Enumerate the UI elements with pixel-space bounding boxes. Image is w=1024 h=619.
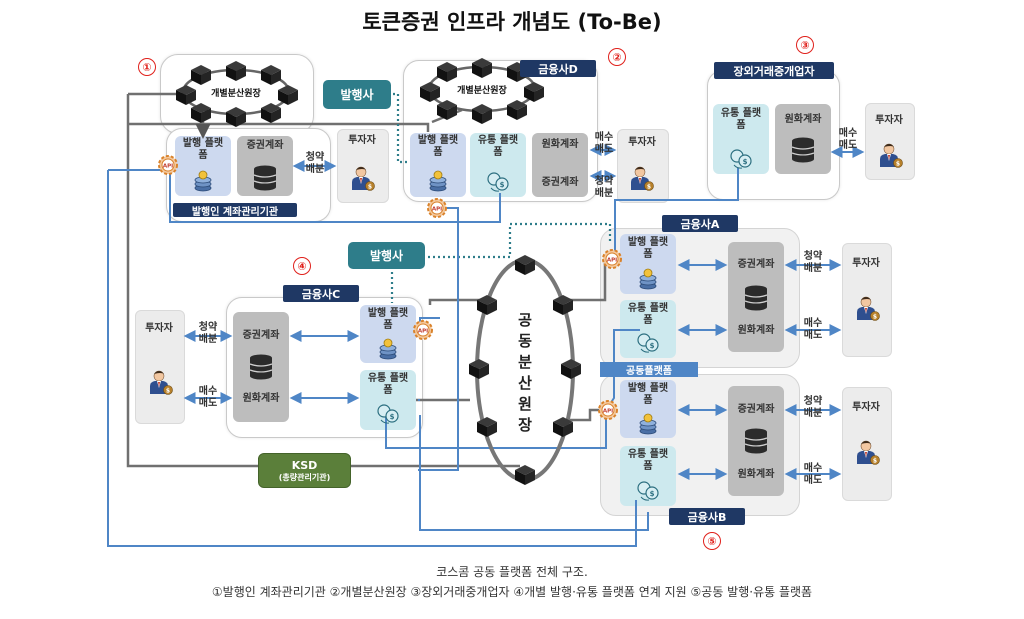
sec-account-b-label: 증권계좌 [737, 404, 775, 415]
investor-card-1 [337, 129, 389, 203]
common-platform-label: 공동플랫폼 [600, 362, 698, 377]
cash-account-c-label: 원화계좌 [242, 393, 280, 404]
ledger-label-1: 개별분산원장 [211, 89, 261, 99]
flow-subscribe-c: 청약 배분 [198, 322, 218, 345]
dist-platform-a-label: 유통 플랫폼 [627, 303, 669, 326]
issue-platform-d-label: 발행 플랫폼 [417, 135, 459, 158]
issuer-box-middle: 발행사 [348, 242, 425, 269]
sec-account-d-label: 증권계좌 [541, 177, 579, 188]
marker-2: ② [608, 48, 626, 66]
otc-header: 장외거래중개업자 [714, 62, 834, 79]
fin-d-header: 금융사D [520, 60, 596, 77]
marker-5: ⑤ [703, 532, 721, 550]
marker-3: ③ [796, 36, 814, 54]
dist-platform-d-label: 유통 플랫폼 [477, 135, 519, 158]
ksd-label: KSD [291, 458, 318, 472]
caption-line-1: 코스콤 공동 플랫폼 전체 구조. [436, 565, 588, 579]
flow-trade-otc: 매수 매도 [838, 128, 858, 151]
issue-platform-a-label: 발행 플랫폼 [627, 237, 669, 260]
flow-subscribe-1: 청약 배분 [305, 152, 325, 175]
cash-account-a-label: 원화계좌 [737, 325, 775, 336]
investor-label-1: 투자자 [348, 135, 376, 146]
investor-label-b: 투자자 [852, 402, 880, 413]
investor-label-otc: 투자자 [875, 115, 903, 126]
accounts-d [532, 133, 588, 197]
ledger-label-d: 개별분산원장 [457, 86, 507, 96]
flow-subscribe-b: 청약 배분 [803, 396, 823, 419]
issuer-agent-label: 발행인 계좌관리기관 [173, 203, 297, 218]
investor-label-c: 투자자 [145, 323, 173, 334]
flow-trade-b: 매수 매도 [803, 463, 823, 486]
ksd-box: KSD (총량관리기관) [258, 453, 351, 488]
issuer-box-top: 발행사 [323, 80, 391, 109]
fin-a-header: 금융사A [662, 215, 738, 232]
diagram-title: 토큰증권 인프라 개념도 (To-Be) [362, 10, 662, 34]
caption-line-2: ①발행인 계좌관리기관 ②개별분산원장 ③장외거래중개업자 ④개별 발행·유통 … [211, 585, 813, 599]
fin-b-header: 금융사B [669, 508, 745, 525]
investor-card-otc [865, 103, 915, 180]
flow-subscribe-a: 청약 배분 [803, 251, 823, 274]
issue-platform-1-label: 발행 플랫폼 [182, 138, 224, 161]
cash-account-b-label: 원화계좌 [737, 469, 775, 480]
investor-card-c [135, 310, 185, 424]
ksd-sublabel: (총량관리기관) [278, 472, 331, 482]
investor-label-d: 투자자 [628, 137, 656, 148]
investor-label-a: 투자자 [852, 258, 880, 269]
flow-trade-a: 매수 매도 [803, 318, 823, 341]
investor-card-d [617, 129, 669, 203]
sec-account-c-label: 증권계좌 [242, 330, 280, 341]
sec-account-a-label: 증권계좌 [737, 259, 775, 270]
issue-platform-b-label: 발행 플랫폼 [627, 383, 669, 406]
issue-platform-c-label: 발행 플랫폼 [367, 308, 409, 331]
flow-subscribe-d: 청약 배분 [594, 176, 614, 199]
cash-account-otc-label: 원화계좌 [784, 114, 822, 125]
cash-account-d-label: 원화계좌 [541, 139, 579, 150]
flow-trade-c: 매수 매도 [198, 386, 218, 409]
fin-c-header: 금융사C [283, 285, 359, 302]
dist-platform-otc-label: 유통 플랫폼 [720, 108, 762, 131]
flow-trade-d: 매수 매도 [594, 132, 614, 155]
dist-platform-b-label: 유통 플랫폼 [627, 449, 669, 472]
sec-account-1-label: 증권계좌 [246, 140, 284, 151]
dist-platform-c-label: 유통 플랫폼 [367, 373, 409, 396]
marker-1: ① [138, 58, 156, 76]
marker-4: ④ [293, 257, 311, 275]
